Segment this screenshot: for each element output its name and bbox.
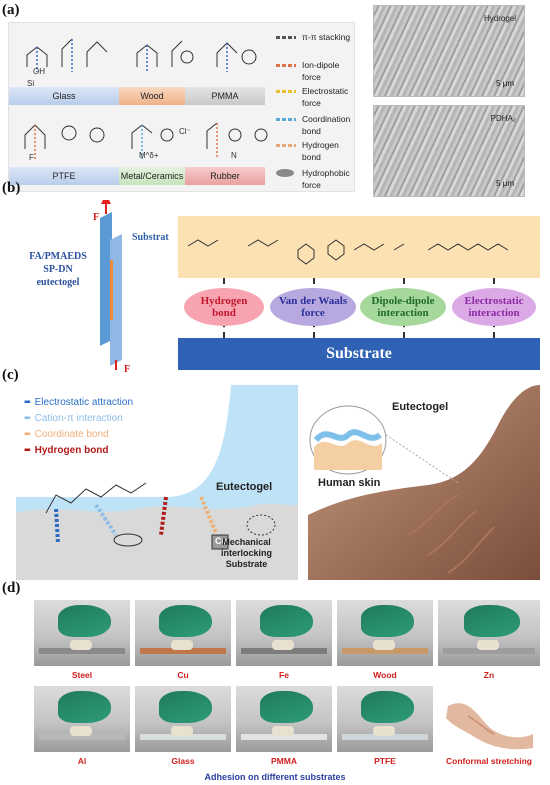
finger-bend-illustration [446,703,533,750]
photo-ptfe [337,686,433,752]
chem-label-f: F [29,153,34,162]
lap-shear-schematic [100,200,122,370]
caption-cu: Cu [177,670,189,680]
legend-hydrophobic: Hydrophobic force [276,167,354,190]
skin-illustration [308,385,540,580]
substrate-metal-ceramics: Metal/Ceramics [119,167,185,185]
photo-al [34,686,130,752]
panel-label-c: (c) [2,367,19,383]
substrate-rubber: Rubber [185,167,265,185]
legend-ion-dipole: Ion-dipole force [276,59,354,82]
substrate-wood: Wood [119,87,185,105]
chem-label-n: N [231,151,237,160]
chem-label-metal: M^δ+ [139,151,159,160]
caption-al: Al [77,756,87,766]
caption-pmma: PMMA [271,756,297,766]
panel-label-a: (a) [2,2,20,18]
eutectogel-skin-label: Eutectogel [392,401,449,413]
panel-label-b: (b) [2,180,21,196]
force-label-bottom: F [124,364,131,375]
photo-wood [337,600,433,666]
photo-glass [135,686,231,752]
molecule-band [178,216,540,278]
force-label-top: F [93,212,100,223]
caption-wood: Wood [373,670,397,680]
chem-label-si: Si [27,79,35,88]
copper-label: Cu [215,536,227,546]
photo-cu [135,600,231,666]
caption-conformal-stretching: Conformal stretching [446,756,532,766]
sem-image-pdha2: PDHA₂ 5 μm [373,105,525,197]
substrate-ptfe: PTFE [9,167,119,185]
adhesion-mechanism-diagram: OH Si Glass Wood PMMA F M^δ+ Cl⁻ N PTFE … [8,22,355,192]
eutectogel-label: Eutectogel [216,481,273,493]
photo-fe [236,600,332,666]
interface-diagram: ▪▪▪Electrostatic attraction ▪▪▪Cation-π … [16,385,298,580]
caption-ptfe: PTFE [374,756,396,766]
legend-cation-pi: ▪▪▪Cation-π interaction [24,413,123,424]
legend-hydrogen: Hydrogen bond [276,139,354,162]
substrate-bar: Substrate [178,338,540,370]
legend-hydrogen-bond: ▪▪▪Hydrogen bond [24,445,109,456]
substrate-pmma: PMMA [185,87,265,105]
photo-steel [34,600,130,666]
caption-steel: Steel [71,670,93,680]
photo-pmma [236,686,332,752]
human-skin-label: Human skin [318,477,381,489]
gel-substrate-interface [16,385,298,580]
caption-zn: Zn [483,670,495,680]
molecular-structures-top [26,38,257,72]
photo-conformal-stretching [438,686,540,752]
substrate-glass: Glass [9,87,119,105]
molecular-structures-bottom [24,122,268,159]
caption-fe: Fe [279,670,289,680]
caption-glass: Glass [171,756,195,766]
legend-pi-stacking: π-π stacking [276,31,350,43]
legend-electrostatic-attraction: ▪▪▪Electrostatic attraction [24,397,134,408]
photo-zn [438,600,540,666]
adhesion-caption: Adhesion on different substrates [204,772,346,782]
panel-label-d: (d) [2,580,21,596]
legend-electrostatic: Electrostatic force [276,85,354,108]
skin-photo: Eutectogel Human skin [308,385,540,580]
molecule-structures [187,239,509,265]
chem-label-oh: OH [33,67,45,76]
chem-label-cl: Cl⁻ [179,127,191,136]
sem-image-hydrogel: Hydrogel 5 μm [373,5,525,97]
substrate-pointer-label: Substrat [132,232,169,243]
legend-coordination: Coordination bond [276,113,354,136]
legend-coordinate-bond: ▪▪▪Coordinate bond [24,429,109,440]
